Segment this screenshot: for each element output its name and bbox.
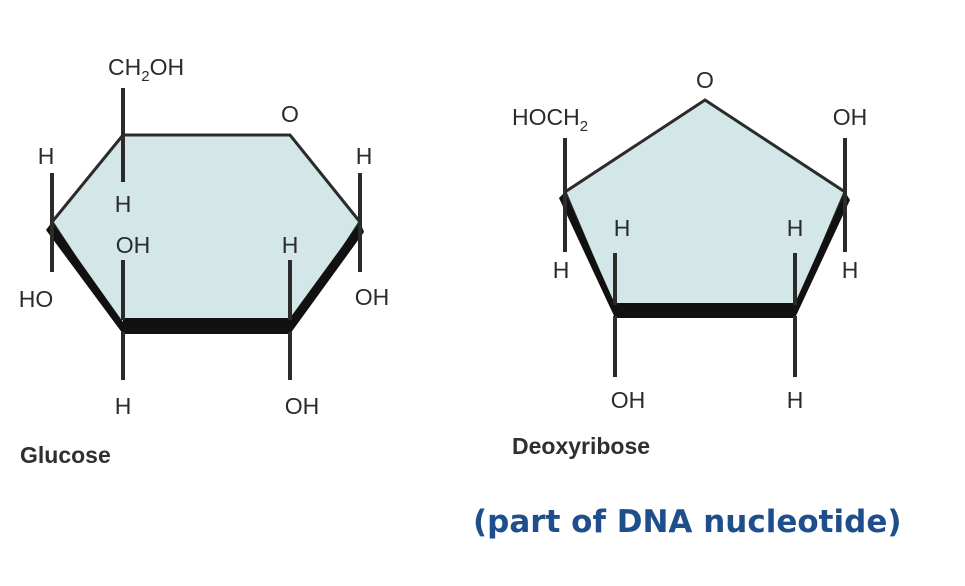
glucose-ch2oh-label: CH2OH <box>108 54 184 85</box>
glucose-front-bond-bottom <box>123 318 290 334</box>
glucose-h-left: H <box>38 143 55 169</box>
glucose-ring-oxygen: O <box>281 101 299 127</box>
glucose-oh-inner: OH <box>116 232 151 258</box>
glucose-front-bond-right <box>290 222 364 334</box>
glucose-front-bond-left <box>46 222 123 334</box>
glucose-h-inner-upper: H <box>115 191 132 217</box>
glucose-oh-bottom: OH <box>285 393 320 419</box>
glucose-structure: CH2OH O H H H OH H HO OH H OH Glucose <box>19 54 390 468</box>
deoxyribose-front-bond-bottom <box>615 303 795 318</box>
glucose-h-bottom: H <box>115 393 132 419</box>
deoxyribose-front-bond-left <box>559 192 615 318</box>
glucose-oh-right: OH <box>355 284 390 310</box>
deoxyribose-ring-oxygen: O <box>696 67 714 93</box>
deoxyribose-h-left: H <box>553 257 570 283</box>
deoxyribose-front-bond-right <box>795 192 850 318</box>
deoxyribose-h-inner-right: H <box>787 215 804 241</box>
deoxyribose-h-right: H <box>842 257 859 283</box>
deoxyribose-h-inner-left: H <box>614 215 631 241</box>
dna-nucleotide-caption: (part of DNA nucleotide) <box>473 504 902 540</box>
deoxyribose-name: Deoxyribose <box>512 433 650 459</box>
deoxyribose-structure: O HOCH2 OH H H H H OH H Deoxyribose <box>512 67 867 459</box>
deoxyribose-ring <box>563 98 847 312</box>
deoxyribose-hoch2-label: HOCH2 <box>512 104 588 135</box>
glucose-h-inner-right: H <box>282 232 299 258</box>
deoxyribose-h-bottom: H <box>787 387 804 413</box>
deoxyribose-oh-bottom: OH <box>611 387 646 413</box>
glucose-ho-left: HO <box>19 286 54 312</box>
deoxyribose-oh-top-right: OH <box>833 104 868 130</box>
glucose-h-right: H <box>356 143 373 169</box>
glucose-name: Glucose <box>20 442 111 468</box>
